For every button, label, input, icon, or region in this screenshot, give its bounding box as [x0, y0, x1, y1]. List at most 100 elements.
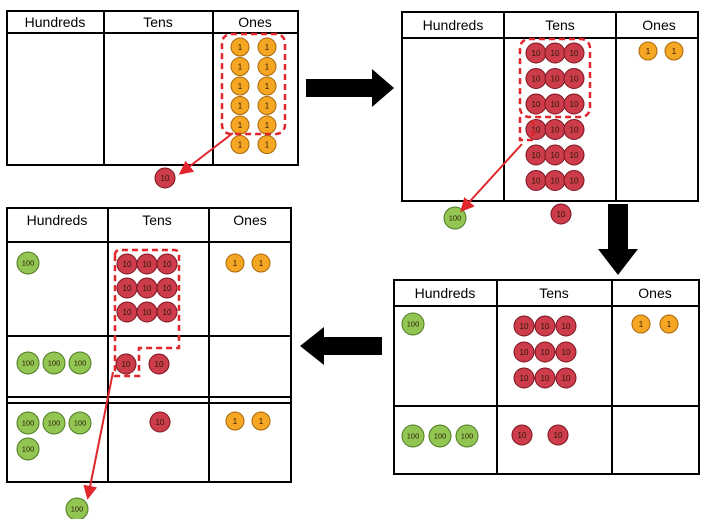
hundred-counter: 100	[16, 251, 40, 275]
one-counter: 1	[257, 135, 277, 154]
ten-counter: 10	[534, 367, 556, 389]
ten-counter-label: 10	[123, 260, 132, 269]
ten-counter: 10	[525, 42, 547, 64]
ones-header: Ones	[233, 212, 266, 228]
hundred-counter-label: 100	[48, 359, 61, 368]
hundred-counter: 100	[401, 424, 425, 448]
ten-counter-label: 10	[518, 431, 527, 440]
one-counter-label: 1	[265, 82, 270, 91]
one-counter: 1	[230, 37, 250, 57]
ten-counter: 10	[544, 144, 566, 166]
ten-counter-label: 10	[155, 360, 164, 369]
next-step-arrow-left	[300, 327, 382, 365]
ten-counter: 10	[513, 315, 535, 337]
hundred-counter: 100	[42, 351, 66, 375]
one-counter: 1	[230, 135, 250, 154]
tens-header: Tens	[143, 14, 173, 30]
ten-counter-label: 10	[532, 100, 541, 109]
one-counter-label: 1	[238, 101, 243, 110]
one-counter-label: 1	[238, 121, 243, 130]
hundred-counter: 100	[68, 351, 92, 375]
hundred-counter-label: 100	[48, 419, 61, 428]
ten-counter-label: 10	[163, 260, 172, 269]
tens-header: Tens	[539, 285, 569, 301]
hundred-counter: 100	[16, 411, 40, 435]
ten-counter: 10	[563, 144, 585, 166]
one-counter-label: 1	[265, 121, 270, 130]
one-counter: 1	[225, 411, 245, 431]
ten-counter-label: 10	[570, 151, 579, 160]
ten-counter-label: 10	[570, 74, 579, 83]
ten-counter: 10	[544, 68, 566, 89]
one-counter: 1	[230, 96, 250, 115]
place-value-table	[393, 279, 700, 475]
ten-counter: 10	[563, 119, 585, 140]
ten-counter: 10	[156, 277, 178, 299]
ten-counter: 10	[544, 170, 566, 191]
ten-counter-label: 10	[123, 308, 132, 317]
ten-counter-label: 10	[161, 174, 170, 183]
one-counter: 1	[230, 57, 250, 76]
ten-counter: 10	[525, 93, 547, 115]
ten-counter-label: 10	[551, 74, 560, 83]
hundred-counter-label: 100	[71, 505, 84, 514]
ten-counter: 10	[154, 167, 176, 189]
ten-counter-label: 10	[541, 348, 550, 357]
ten-counter-label: 10	[551, 49, 560, 58]
ten-counter: 10	[513, 367, 535, 389]
one-counter: 1	[251, 253, 271, 273]
ten-counter-label: 10	[562, 348, 571, 357]
one-counter-label: 1	[259, 259, 264, 268]
one-counter: 1	[638, 41, 658, 61]
ten-counter: 10	[534, 341, 556, 363]
one-counter: 1	[257, 37, 277, 57]
hundred-counter: 100	[68, 411, 92, 435]
ten-counter-label: 10	[554, 431, 563, 440]
tens-header: Tens	[545, 17, 575, 33]
one-counter-label: 1	[238, 43, 243, 52]
ten-counter-label: 10	[532, 74, 541, 83]
ten-counter: 10	[563, 170, 585, 191]
one-counter-label: 1	[265, 43, 270, 52]
hundreds-header: Hundreds	[423, 17, 484, 33]
ten-counter: 10	[550, 203, 572, 225]
hundred-counter-label: 100	[74, 359, 87, 368]
ten-counter-label: 10	[143, 308, 152, 317]
one-counter-label: 1	[672, 47, 677, 56]
ten-counter: 10	[544, 119, 566, 140]
ten-counter: 10	[534, 315, 556, 337]
ten-counter-label: 10	[532, 125, 541, 134]
hundred-counter-label: 100	[22, 259, 35, 268]
one-counter-label: 1	[667, 320, 672, 329]
hundred-counter: 100	[401, 312, 425, 336]
one-counter: 1	[230, 115, 250, 135]
one-counter-label: 1	[233, 417, 238, 426]
ten-counter: 10	[116, 301, 138, 323]
hundred-counter-label: 100	[449, 214, 462, 223]
ten-counter-label: 10	[520, 322, 529, 331]
ten-counter: 10	[525, 68, 547, 89]
ten-counter: 10	[511, 424, 533, 446]
ten-counter-label: 10	[551, 176, 560, 185]
ones-header: Ones	[638, 285, 671, 301]
one-counter: 1	[257, 96, 277, 115]
one-counter-label: 1	[233, 259, 238, 268]
hundred-counter-label: 100	[74, 419, 87, 428]
one-counter-label: 1	[238, 62, 243, 71]
ten-counter: 10	[555, 341, 577, 363]
hundred-counter-label: 100	[22, 419, 35, 428]
carry-arrow	[460, 143, 523, 213]
hundred-counter-label: 100	[407, 320, 420, 329]
ones-header: Ones	[642, 17, 675, 33]
ten-counter: 10	[513, 341, 535, 363]
regroup-outline	[220, 32, 287, 136]
ten-counter: 10	[563, 42, 585, 64]
hundred-counter: 100	[65, 497, 89, 519]
hundreds-header: Hundreds	[25, 14, 86, 30]
hundred-counter: 100	[16, 351, 40, 375]
ten-counter-label: 10	[532, 49, 541, 58]
